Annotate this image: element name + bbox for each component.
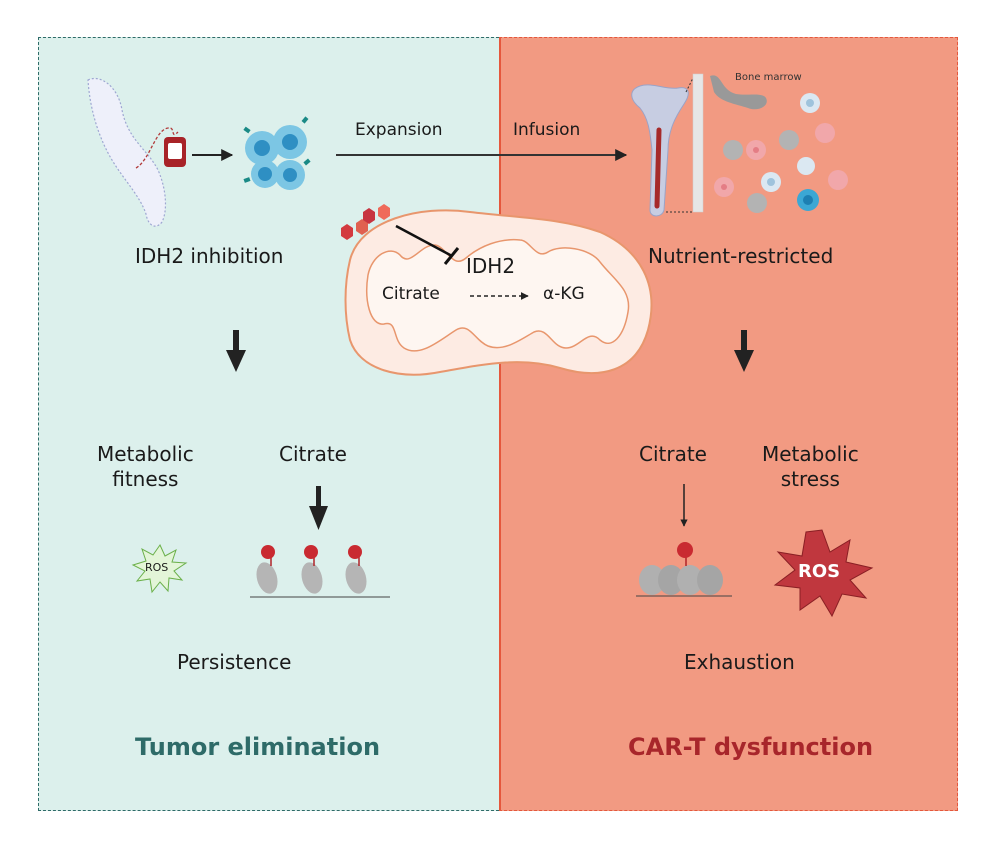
expansion-label: Expansion (355, 120, 443, 140)
inhibition-line (395, 224, 453, 258)
ros-small-label: ROS (145, 561, 169, 574)
bone-marrow-label: Bone marrow (735, 72, 802, 83)
tumor-elimination-label: Tumor elimination (135, 733, 381, 761)
left-citrate-arrow-icon (309, 486, 328, 530)
right-down-arrow-icon (734, 330, 754, 372)
arm-icon (87, 77, 167, 227)
blood-bag-icon (164, 137, 186, 167)
metabolic-fitness-line2: fitness (112, 467, 179, 491)
right-citrate-label: Citrate (639, 442, 707, 466)
metabolic-fitness-line1: Metabolic (97, 442, 194, 466)
bone-icon (631, 77, 694, 217)
citrate-substrate-label: Citrate (382, 284, 440, 304)
persistence-label: Persistence (177, 650, 292, 674)
car-t-dysfunction-label: CAR-T dysfunction (628, 733, 874, 761)
idh2-inhibitor-molecule-icon (341, 204, 390, 240)
ros-small-star-icon (131, 543, 188, 594)
blood-line (135, 127, 179, 169)
metabolic-stress-line2: stress (780, 467, 840, 491)
left-nucleosomes-icon (250, 545, 390, 598)
right-nucleosomes-icon (636, 542, 732, 597)
metabolic-stress-label: Metabolic stress (762, 442, 859, 492)
metabolic-stress-line1: Metabolic (762, 442, 859, 466)
left-citrate-label: Citrate (279, 442, 347, 466)
left-condition-label: IDH2 inhibition (135, 244, 284, 268)
inhibition-bar (443, 247, 460, 265)
bone-marrow-sample (710, 75, 767, 110)
ros-large-label: ROS (798, 561, 841, 582)
t-cell-cluster-icon (243, 116, 311, 190)
idh2-enzyme-label: IDH2 (466, 254, 516, 278)
metabolic-fitness-label: Metabolic fitness (97, 442, 194, 492)
marrow-cells (714, 93, 848, 213)
alpha-kg-product-label: α-KG (543, 284, 585, 304)
mitochondrion-icon (344, 209, 653, 376)
infusion-label: Infusion (513, 120, 581, 140)
marrow-column (692, 73, 704, 213)
ros-large-star-icon (773, 529, 874, 618)
right-condition-label: Nutrient-restricted (648, 244, 834, 268)
left-down-arrow-icon (226, 330, 246, 372)
right-panel-nutrient-restricted (499, 37, 958, 811)
exhaustion-label: Exhaustion (684, 650, 795, 674)
